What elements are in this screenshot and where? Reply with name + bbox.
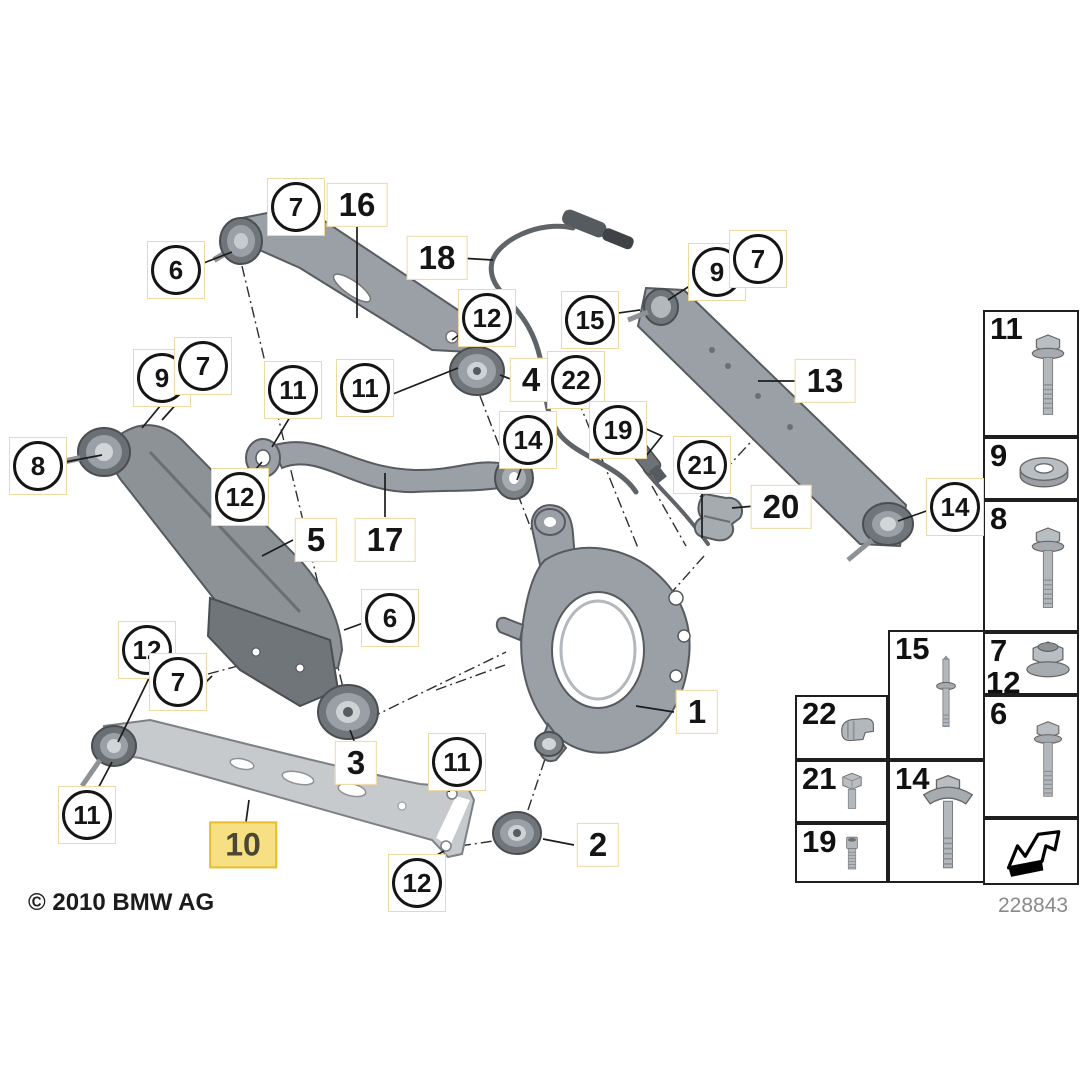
flange-nut-icon <box>1026 641 1070 678</box>
front-upper-arm <box>245 438 534 500</box>
parts-table-cell-arrow <box>983 818 1079 885</box>
callout-number: 4 <box>521 360 541 398</box>
callout-7: 7 <box>174 337 232 395</box>
callout-number: 12 <box>392 858 442 908</box>
flange-bolt-icon <box>1031 334 1065 415</box>
callout-11: 11 <box>428 733 486 791</box>
callout-11: 11 <box>58 786 116 844</box>
callout-7: 7 <box>729 230 787 288</box>
callout-number: 1 <box>687 692 707 730</box>
washer-icon <box>1019 457 1069 488</box>
callout-4: 4 <box>509 357 553 403</box>
callout-19: 19 <box>589 401 647 459</box>
callout-number: 19 <box>593 405 643 455</box>
callout-number: 16 <box>338 185 376 223</box>
callout-number: 11 <box>62 790 112 840</box>
callout-number: 18 <box>418 238 456 276</box>
callout-12: 12 <box>211 468 269 526</box>
parts-table-cell-11: 11 <box>983 310 1079 437</box>
parts-table-cell-8: 8 <box>983 500 1079 632</box>
bushing-2 <box>492 811 542 855</box>
callout-20: 20 <box>750 484 812 530</box>
copyright-text: © 2010 BMW AG <box>28 889 215 916</box>
camber-arm <box>57 424 344 708</box>
callout-7: 7 <box>149 653 207 711</box>
lower-wishbone-arm <box>79 718 476 859</box>
socket-head-screw-icon <box>846 836 858 870</box>
callout-number: 17 <box>366 520 404 558</box>
parts-table-cell-7-12: 7 12 <box>983 632 1079 699</box>
callout-number: 8 <box>13 441 63 491</box>
parts-table-cell-14: 14 <box>888 760 985 883</box>
upper-left-control-arm <box>212 204 478 354</box>
callout-21: 21 <box>673 436 731 494</box>
callout-13: 13 <box>794 358 856 404</box>
parts-table-cell-6: 6 <box>983 695 1079 818</box>
callout-number: 5 <box>306 520 326 558</box>
hex-bolt-icon <box>842 772 862 809</box>
flange-bolt-icon <box>1031 527 1065 608</box>
callout-11: 11 <box>264 361 322 419</box>
callout-12: 12 <box>458 289 516 347</box>
callout-7: 7 <box>267 178 325 236</box>
parts-table-cell-22: 22 <box>795 695 888 760</box>
callout-14: 14 <box>926 478 984 536</box>
callout-number: 11 <box>432 737 482 787</box>
bushing-3 <box>317 684 379 740</box>
callout-6: 6 <box>361 589 419 647</box>
diagram-part-number: 228843 <box>998 894 1069 917</box>
callout-3: 3 <box>334 740 378 786</box>
collar-stud-icon <box>936 655 956 728</box>
wheel-carrier <box>495 504 691 762</box>
callout-number: 12 <box>122 625 172 675</box>
bushing-4 <box>449 346 505 396</box>
callout-11: 11 <box>336 359 394 417</box>
callout-number: 7 <box>153 657 203 707</box>
callout-1: 1 <box>675 689 719 735</box>
parts-table-cell-19: 19 <box>795 823 888 883</box>
parts-table-cell-9: 9 <box>983 437 1079 500</box>
callout-number: 12 <box>462 293 512 343</box>
retaining-clip-icon <box>841 717 874 742</box>
callout-number: 11 <box>268 365 318 415</box>
callout-12: 12 <box>388 854 446 912</box>
callout-number: 14 <box>503 415 553 465</box>
callout-number: 7 <box>733 234 783 284</box>
callout-22: 22 <box>547 351 605 409</box>
callout-number: 3 <box>346 743 366 781</box>
callout-number: 14 <box>930 482 980 532</box>
parts-table-cell-15: 15 <box>888 630 985 760</box>
flange-bolt-icon <box>1033 721 1063 797</box>
callout-8: 8 <box>9 437 67 495</box>
callout-number: 15 <box>565 295 615 345</box>
callout-2: 2 <box>576 822 620 868</box>
callout-number: 12 <box>215 472 265 522</box>
callout-6: 6 <box>147 241 205 299</box>
callout-number: 7 <box>178 341 228 391</box>
flange-bolt-plate-washer-icon <box>922 774 974 869</box>
callout-14: 14 <box>499 411 557 469</box>
callout-17: 17 <box>354 517 416 563</box>
callout-10-highlighted: 10 <box>209 821 277 869</box>
callout-number: 10 <box>225 826 261 863</box>
callout-number: 7 <box>271 182 321 232</box>
parts-table-cell-21: 21 <box>795 760 888 823</box>
callout-15: 15 <box>561 291 619 349</box>
callout-16: 16 <box>326 182 388 228</box>
callout-5: 5 <box>294 517 338 563</box>
direction-arrow-icon <box>1006 830 1061 877</box>
callout-number: 20 <box>762 487 800 525</box>
callout-number: 11 <box>340 363 390 413</box>
callout-number: 13 <box>806 361 844 399</box>
callout-number: 21 <box>677 440 727 490</box>
callout-number: 6 <box>151 245 201 295</box>
callout-number: 22 <box>551 355 601 405</box>
callout-number: 2 <box>588 825 608 863</box>
callout-number: 6 <box>365 593 415 643</box>
callout-18: 18 <box>406 235 468 281</box>
cable-holder-bracket <box>694 492 744 542</box>
trailing-arm <box>627 286 914 562</box>
